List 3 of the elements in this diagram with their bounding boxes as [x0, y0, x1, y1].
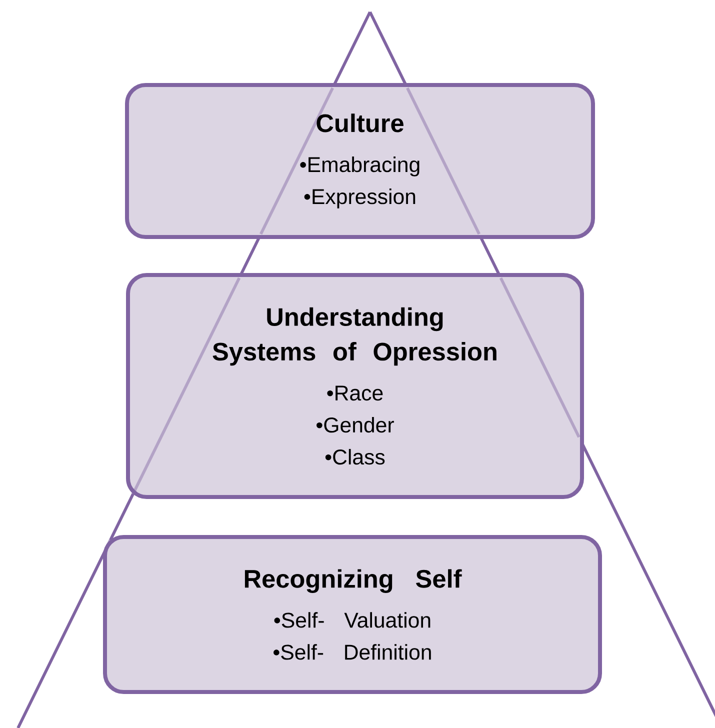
level-box: Recognizing Self •Self- Valuation •Self- Definition [103, 535, 602, 694]
level-box: Understanding Systems of Opression •Race •Gender •Class [126, 273, 584, 499]
level-box: Culture •Emabracing •Expression [125, 83, 595, 239]
